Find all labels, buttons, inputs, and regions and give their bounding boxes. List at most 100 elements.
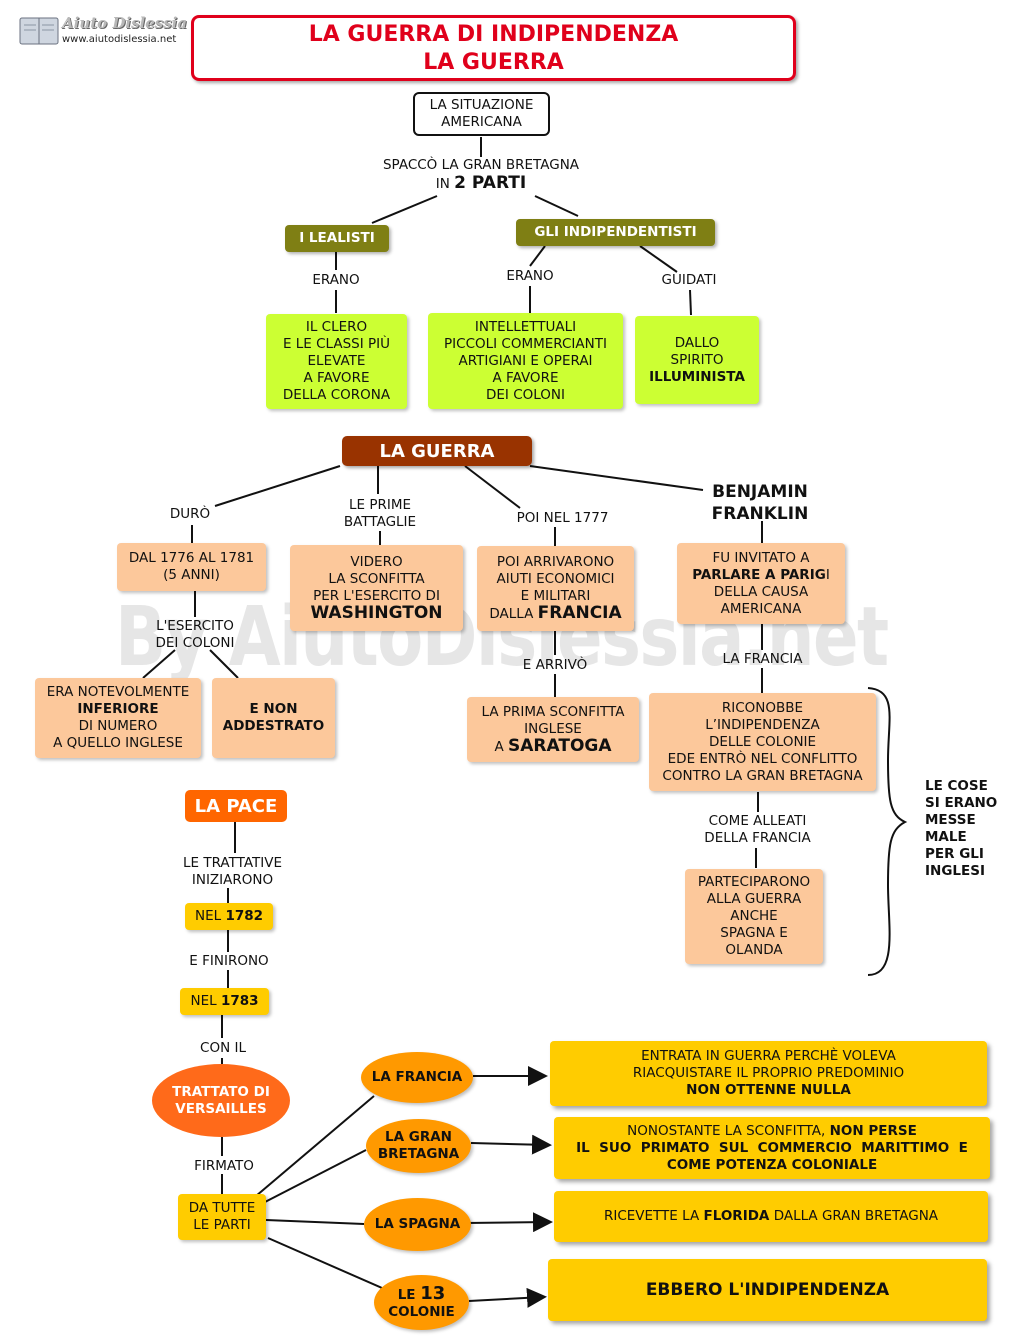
intellettuali-line: PICCOLI COMMERCIANTI xyxy=(444,335,607,352)
invitato-box: FU INVITATO A PARLARE A PARIGI DELLA CAU… xyxy=(677,543,845,624)
cose-line: SI ERANO xyxy=(925,795,998,811)
res-gb-bold: NON PERSE xyxy=(829,1122,917,1139)
non-line: E NON xyxy=(249,701,298,717)
nel-text: NEL xyxy=(194,908,222,924)
dal-box: DAL 1776 AL 1781(5 ANNI) xyxy=(117,543,266,591)
riconobbe-line: CONTRO LA GRAN BRETAGNA xyxy=(662,767,863,784)
dal-line: DAL 1776 AL 1781 xyxy=(128,550,255,566)
trattato-line: VERSAILLES xyxy=(175,1100,267,1117)
spagna-oval: LA SPAGNA xyxy=(364,1198,471,1251)
clero-line: IL CLERO xyxy=(305,319,368,335)
res-gb-box: NONOSTANTE LA SCONFITTA, NON PERSE IL SU… xyxy=(554,1117,990,1179)
cose-line: PER GLI xyxy=(925,846,984,862)
esercito-line: DEI COLONI xyxy=(155,635,235,651)
sconfitta-line: LA PRIMA SCONFITTA xyxy=(481,703,625,720)
intellettuali-line: ARTIGIANI E OPERAI xyxy=(458,352,593,369)
inferiore-bold: INFERIORE xyxy=(77,701,159,717)
riconobbe-line: DELLE COLONIE xyxy=(708,733,817,750)
logo-url: www.aiutodislessia.net xyxy=(62,34,177,45)
arrivarono-box: POI ARRIVARONO AIUTI ECONOMICI E MILITAR… xyxy=(477,546,634,631)
non-line: ADDESTRATO xyxy=(222,718,325,734)
le-text: LE xyxy=(397,1286,416,1303)
logo: Aiuto Dislessia www.aiutodislessia.net xyxy=(18,12,187,50)
year-1782: 1782 xyxy=(225,908,264,924)
spacco-text: SPACCÒ LA GRAN BRETAGNA xyxy=(382,157,580,173)
tutte-line: LE PARTI xyxy=(193,1217,251,1233)
erano-label-2: ERANO xyxy=(506,268,554,284)
cose-line: LE COSE xyxy=(925,778,988,794)
illuminista-text: ILLUMINISTA xyxy=(649,368,745,385)
alleati-line: DELLA FRANCIA xyxy=(704,830,811,846)
situazione-line: AMERICANA xyxy=(441,114,522,130)
a-text: A xyxy=(494,738,504,755)
tutte-line: DA TUTTE xyxy=(188,1200,256,1216)
riconobbe-box: RICONOBBE L’INDIPENDENZA DELLE COLONIE E… xyxy=(649,693,876,791)
title-line-2: LA GUERRA xyxy=(423,50,564,75)
logo-brand: Aiuto Dislessia xyxy=(62,14,188,32)
parteciparono-line: ANCHE xyxy=(730,908,778,924)
gb-line: LA GRAN xyxy=(385,1129,452,1145)
dal-line: (5 ANNI) xyxy=(163,567,220,583)
clero-box: IL CLERO E LE CLASSI PIÙ ELEVATE A FAVOR… xyxy=(266,314,407,409)
washington-text: WASHINGTON xyxy=(310,603,443,623)
intellettuali-line: A FAVORE xyxy=(492,369,559,386)
intellettuali-line: INTELLETTUALI xyxy=(474,318,577,335)
colonie-oval: LE 13 COLONIE xyxy=(374,1275,469,1330)
lafrancia-label: LA FRANCIA xyxy=(722,651,803,667)
title-line-1: LA GUERRA DI INDIPENDENZA xyxy=(308,22,679,47)
res-francia-line: ENTRATA IN GUERRA PERCHÈ VOLEVA xyxy=(641,1048,896,1064)
prime-line: BATTAGLIE xyxy=(343,514,417,530)
n13-text: 13 xyxy=(420,1282,446,1304)
guerra-title-box: LA GUERRA xyxy=(342,436,532,466)
conil-label: CON IL xyxy=(200,1040,246,1056)
trattative-line: LE TRATTATIVE xyxy=(183,855,282,871)
arrivarono-line: AIUTI ECONOMICI xyxy=(496,571,615,587)
parteciparono-line: PARTECIPARONO xyxy=(697,874,811,890)
res-colonie-box: EBBERO L'INDIPENDENZA xyxy=(548,1259,987,1321)
colonie-text: COLONIE xyxy=(388,1303,455,1320)
alleati-line: COME ALLEATI xyxy=(708,813,807,829)
firmato-label: FIRMATO xyxy=(194,1158,254,1174)
cose-line: MALE xyxy=(925,829,967,845)
parteciparono-line: SPAGNA E xyxy=(720,925,788,941)
inferiore-line: ERA NOTEVOLMENTE xyxy=(46,684,190,700)
res-francia-bold: NON OTTENNE NULLA xyxy=(686,1082,851,1098)
indipendentisti-box: GLI INDIPENDENTISTI xyxy=(516,219,715,246)
in-text: IN xyxy=(435,176,450,192)
duro-label: DURÒ xyxy=(169,506,211,522)
videro-line: VIDERO xyxy=(350,554,403,570)
nel-1783-box: NEL 1783 xyxy=(180,988,269,1015)
franklin-line: FRANKLIN xyxy=(711,504,809,524)
trattato-line: TRATTATO DI xyxy=(172,1083,270,1100)
year-1783: 1783 xyxy=(220,993,259,1009)
trattative-line: INIZIARONO xyxy=(191,872,274,888)
parteciparono-line: OLANDA xyxy=(725,942,783,958)
riconobbe-line: RICONOBBE xyxy=(721,699,804,716)
page-title: LA GUERRA DI INDIPENDENZA LA GUERRA xyxy=(191,15,796,81)
arrivo-label: E ARRIVÒ xyxy=(522,657,588,673)
book-icon xyxy=(19,17,59,45)
prime-line: LE PRIME xyxy=(348,497,412,513)
inferiore-line: DI NUMERO xyxy=(78,718,158,734)
res-francia-box: ENTRATA IN GUERRA PERCHÈ VOLEVA RIACQUIS… xyxy=(550,1041,987,1106)
res-gb-pre: NONOSTANTE LA SCONFITTA, xyxy=(627,1122,826,1139)
pace-title-box: LA PACE xyxy=(185,790,287,822)
clero-line: E LE CLASSI PIÙ xyxy=(282,336,391,352)
clero-line: A FAVORE xyxy=(303,370,370,386)
situazione-line: LA SITUAZIONE xyxy=(429,97,534,113)
dalla-text: DALLA xyxy=(489,606,534,622)
francia-text: FRANCIA xyxy=(537,603,622,623)
invitato-line: DELLA CAUSA xyxy=(713,583,809,600)
spirito-line: DALLO xyxy=(674,334,720,351)
res-spagna-box: RICEVETTE LA FLORIDA DALLA GRAN BRETAGNA xyxy=(554,1191,988,1242)
franklin-line: BENJAMIN xyxy=(712,482,808,502)
parteciparono-line: ALLA GUERRA xyxy=(706,891,802,907)
res-gb-line: COME POTENZA COLONIALE xyxy=(666,1156,878,1173)
